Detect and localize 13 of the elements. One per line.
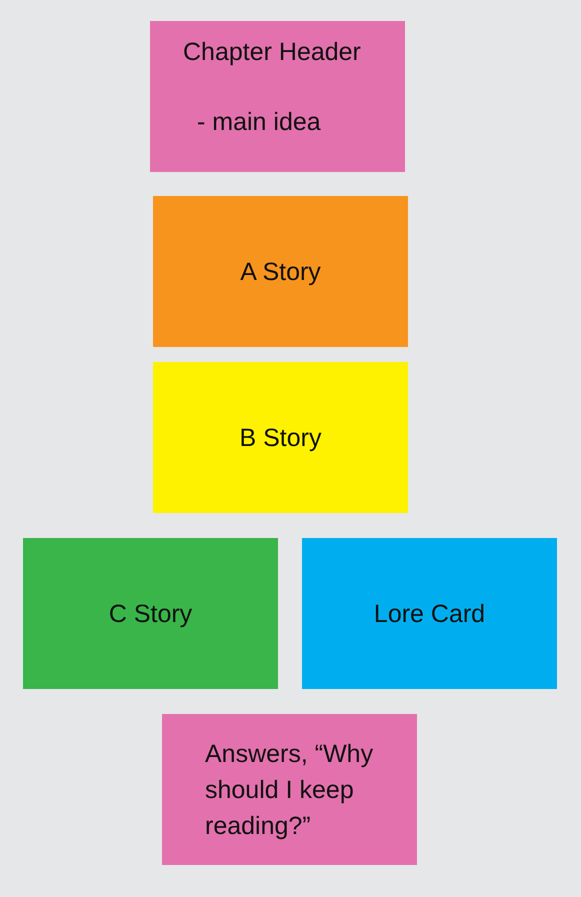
note-card [150,21,405,172]
note-card [162,714,417,865]
note-heading: Answers, “Why should I keep reading?” [205,739,374,842]
note-heading: C Story [108,598,192,630]
note-text: - main idea [197,107,321,138]
note-card [302,538,557,689]
note-heading: A Story [240,256,321,288]
note-card [153,196,408,347]
note-card [153,362,408,513]
note-heading: Lore Card [374,598,486,630]
note-heading: Chapter Header [183,37,361,68]
note-card [23,538,278,689]
note-heading: B Story [240,422,322,454]
